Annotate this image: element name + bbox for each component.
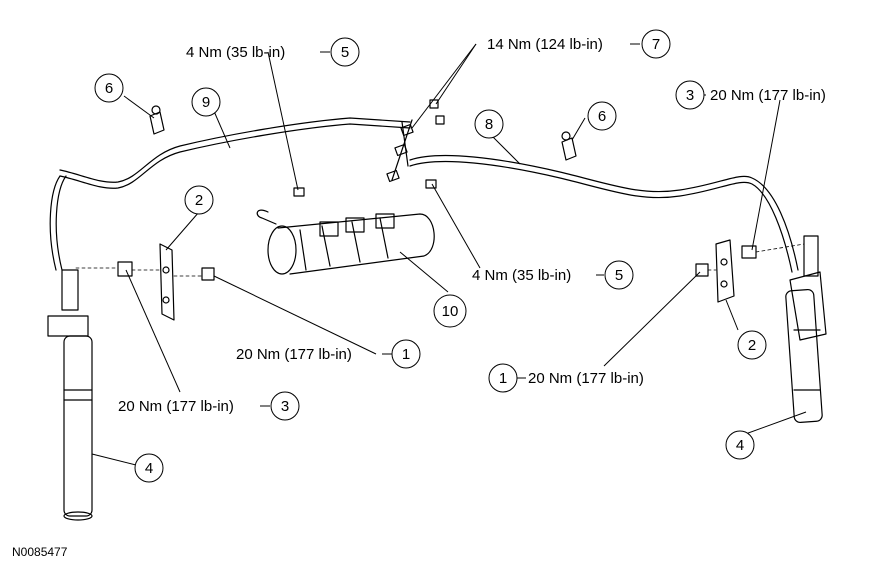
torque-label-1-left: 20 Nm (177 lb-in) [236,346,352,363]
callout-1-right-number: 1 [499,370,507,387]
strut-4-right [785,235,827,424]
tube-connectors [386,99,445,183]
callout-7-number: 7 [652,36,660,53]
torque-label-5-mid: 4 Nm (35 lb-in) [472,267,571,284]
torque-label-1-right: 20 Nm (177 lb-in) [528,370,644,387]
callout-5-top-number: 5 [341,44,349,61]
callout-8-number: 8 [485,116,493,133]
callout-circles [94,29,767,483]
torque-label-3-left: 20 Nm (177 lb-in) [118,398,234,415]
bracket-2-left [117,243,215,321]
figure-id: N0085477 [12,545,68,559]
bracket-2-right [695,239,757,303]
callout-4-right-number: 4 [736,437,744,454]
strut-4-left [47,269,93,521]
torque-label-5-top: 4 Nm (35 lb-in) [186,44,285,61]
callout-3-left-number: 3 [281,398,289,415]
callout-1-left-number: 1 [402,346,410,363]
torque-label-3-right: 20 Nm (177 lb-in) [710,87,826,104]
callout-10-number: 10 [442,303,459,320]
tube-8 [391,119,799,273]
callout-6-left-number: 6 [105,80,113,97]
callout-2-right-number: 2 [748,337,756,354]
clip-6-right [561,131,577,161]
callout-5-mid-number: 5 [615,267,623,284]
torque-label-7: 14 Nm (124 lb-in) [487,36,603,53]
tube-9 [49,117,411,271]
callout-4-left-number: 4 [145,460,153,477]
clip-6-left [149,105,165,135]
canister-10 [256,179,437,275]
callout-3-right-number: 3 [686,87,694,104]
callout-2-left-number: 2 [195,192,203,209]
callout-9-number: 9 [202,94,210,111]
callout-6-right-number: 6 [598,108,606,125]
alignment-lines [75,243,805,277]
